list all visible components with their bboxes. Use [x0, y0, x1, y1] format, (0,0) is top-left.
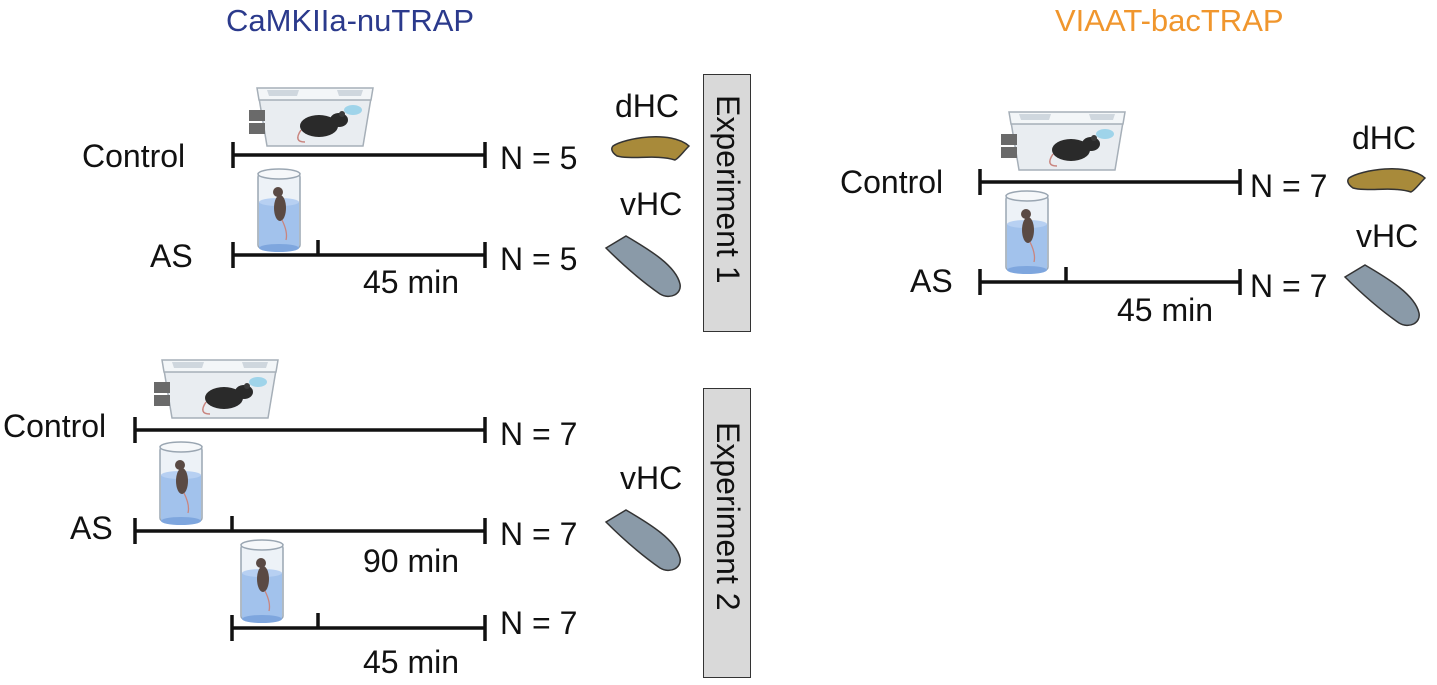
n-count: N = 7 — [500, 605, 578, 641]
row-label-as: AS — [910, 263, 953, 299]
region-label-vhc: vHC — [1356, 218, 1419, 254]
water-beaker-icon — [1005, 190, 1049, 275]
region-label-dhc: dHC — [1352, 120, 1417, 156]
experiment2-box — [703, 388, 751, 678]
dorsal-hippocampus-icon — [611, 136, 690, 161]
n-count: N = 7 — [500, 416, 578, 452]
water-beaker-icon — [257, 168, 301, 253]
duration-label: 45 min — [363, 264, 460, 300]
home-cage-icon — [1000, 111, 1126, 171]
home-cage-icon — [153, 359, 279, 419]
dorsal-hippocampus-icon — [1347, 168, 1426, 193]
water-beaker-icon — [159, 441, 203, 526]
n-count: N = 7 — [1250, 268, 1328, 304]
ventral-hippocampus-icon — [1344, 264, 1420, 327]
n-count: N = 5 — [500, 241, 578, 277]
home-cage-icon — [248, 87, 374, 147]
ventral-hippocampus-icon — [605, 509, 681, 572]
n-count: N = 7 — [1250, 168, 1328, 204]
experiment1-box — [703, 74, 751, 332]
row-label-control: Control — [82, 138, 186, 174]
region-label-dhc: dHC — [615, 88, 680, 124]
ventral-hippocampus-icon — [605, 235, 681, 298]
row-label-as: AS — [70, 510, 113, 546]
row-label-control: Control — [3, 408, 107, 444]
panel-title-viaat: VIAAT-bacTRAP — [1055, 3, 1284, 38]
region-label-vhc: vHC — [620, 186, 683, 222]
water-beaker-icon — [240, 539, 284, 624]
panel-title-camk: CaMKIIa-nuTRAP — [226, 3, 475, 38]
row-label-as: AS — [150, 238, 193, 274]
region-label-vhc: vHC — [620, 460, 683, 496]
n-count: N = 5 — [500, 140, 578, 176]
duration-label: 90 min — [363, 543, 460, 579]
duration-label: 45 min — [1117, 292, 1214, 328]
duration-label: 45 min — [363, 644, 460, 680]
row-label-control: Control — [840, 164, 944, 200]
n-count: N = 7 — [500, 516, 578, 552]
